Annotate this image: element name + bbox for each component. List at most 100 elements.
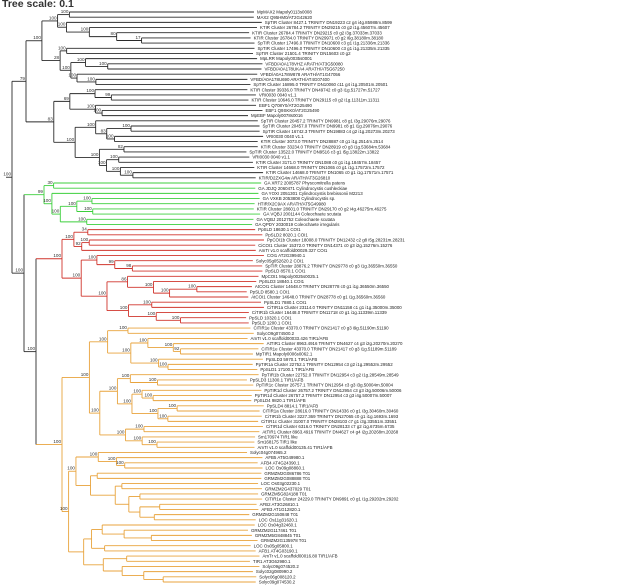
tip-label: GRMZM5G848845 T01 <box>255 533 301 538</box>
bootstrap-label: 100 <box>33 35 41 40</box>
tip-label: PpSLD3 18840.1 COI1 <box>259 279 304 284</box>
bootstrap-label: 100 <box>159 361 167 366</box>
bootstrap-label: 100 <box>143 299 151 304</box>
bootstrap-label: 100 <box>149 408 157 413</box>
tip-label: KTIR Cluster 39336.0 TRINITY DN49742 c0 … <box>250 87 380 92</box>
bootstrap-label: 100 <box>53 439 61 444</box>
bootstrap-label: 100 <box>150 358 158 363</box>
tip-label: CiTIR1e Cluster 43370.0 TRINITY DN21417 … <box>261 346 397 351</box>
tip-label: COI1 AT2G39940.1 <box>267 253 306 258</box>
bootstrap-label: 100 <box>68 201 76 206</box>
tip-label: PpTIR1d Cluster 26757.2 TRINITY DN12954 … <box>255 393 393 398</box>
tip-label: Solyc06g008120.2 <box>259 574 296 579</box>
bootstrap-label: 100 <box>43 198 51 203</box>
tip-label: LOC Os09g08860.1 <box>266 466 306 471</box>
tip-label: KTIR Cluster 14668.0 TRINITY DN1065 c0 g… <box>266 170 394 175</box>
bootstrap-label: 100 <box>135 424 143 429</box>
tip-label: SpTIR Cluster 16895.0 TRINITY DN10060 c1… <box>253 82 388 87</box>
bootstrap-label: 100 <box>91 152 99 157</box>
tip-label: AFB1 AT4G03190.1 <box>259 549 299 554</box>
tree-scale-prefix: Tree scale: <box>2 0 57 10</box>
tip-label: KTIR Cluster 33234.0 TRINITY DN28919 c0 … <box>261 144 391 149</box>
tip-label: AtCOI1 Cluster 14648.0 TRINITY DN28778 c… <box>251 295 386 300</box>
bootstrap-label: 100 <box>81 372 89 377</box>
tip-label: KTIR Cluster 14668.0 TRINITY DN1065 c0 g… <box>257 165 385 170</box>
tip-label: VFBD/A0A178W878 ARATH/AT1G47056 <box>260 72 341 77</box>
tip-label: GRMZM2G437029 T01 <box>265 486 311 491</box>
tip-label: CiCOI1 Cluster 15372.0 TRINITY DN14371 c… <box>258 243 393 248</box>
tip-label: CiTIR1b Cluster 16448.0 TRINITY DN11718 … <box>252 310 387 315</box>
bootstrap-label: 82 <box>118 144 124 149</box>
bootstrap-label: 100 <box>110 154 118 159</box>
tip-label: PpTIR1d Cluster 26757.2 TRINITY DN12954 … <box>264 388 402 393</box>
tip-label: GA VQBJ 2012752 Coleochaete scutata <box>256 217 335 222</box>
bootstrap-label: 92 <box>76 241 82 246</box>
bootstrap-label: 100 <box>81 27 89 32</box>
tip-label: SpTIR Cluster 8427.1 TRINITY DN19223 c2 … <box>265 20 393 25</box>
bootstrap-labels: 1007910010010010010080172810010010010010… <box>3 9 196 511</box>
tip-label: CiTIR1a Cluster 28616.0 TRINITY DN14336 … <box>263 409 399 414</box>
bootstrap-label: 92 <box>174 346 180 351</box>
tree-scale-value: 0.1 <box>59 0 74 10</box>
tip-label: MpCOI1 Mapoly0025s0025.1 <box>262 274 320 279</box>
tip-label: VFBD/A0A178UKA4 ARATH/AT5G67250 <box>264 67 345 72</box>
bootstrap-label: 100 <box>139 337 147 342</box>
bootstrap-label: 100 <box>87 76 95 81</box>
bootstrap-label: 100 <box>53 253 61 258</box>
tip-label: TIR1 AT3G62980.1 <box>253 559 291 564</box>
bootstrap-label: 100 <box>90 451 98 456</box>
tip-label: PpTIR1c Cluster 26757.1 TRINITY DN12954 … <box>256 383 393 388</box>
tip-label: SpTIR Cluster 17496.0 TRINITY DN10600 c3… <box>258 41 391 46</box>
tip-label: PpSLD3 11300.1 TIR1/AFB <box>250 378 304 383</box>
tip-label: KTIR/D2ZXG4w ARATH/AT3G26810 <box>259 175 331 180</box>
bootstrap-label: 100 <box>109 386 117 391</box>
tip-label: KTIR Cluster 3171.0 TRINITY DN1088 c0 g1… <box>256 160 381 165</box>
bootstrap-label: 100 <box>117 429 125 434</box>
bootstrap-label: 100 <box>106 133 114 138</box>
tip-label: SpTIR Cluster 16742.3 TRINITY DN19883 c4… <box>263 129 396 134</box>
bootstrap-label: 100 <box>81 237 89 242</box>
tip-label: AmTr v1.0 scaffold00033.426 TIR1/AFB <box>251 336 329 341</box>
tip-label: Solyc02g080990.2 <box>256 569 293 574</box>
bootstrap-label: 100 <box>116 460 124 465</box>
bootstrap-label: 100 <box>78 216 86 221</box>
tip-label: EBF1 Q708Y0/AT2G25490 <box>259 103 312 108</box>
bootstrap-label: 100 <box>60 506 68 511</box>
bootstrap-label: 86 <box>121 276 127 281</box>
tip-label: LOC Os05g05800.1 <box>254 543 294 548</box>
bootstrap-label: 100 <box>93 108 101 113</box>
tip-label: Solyc04g074965.2 <box>250 450 287 455</box>
tip-label: LOC Os03g02230.1 <box>261 481 301 486</box>
bootstrap-label: 100 <box>133 435 141 440</box>
bootstrap-label: 100 <box>112 166 120 171</box>
tip-label: GRMZM2G135978 T01 <box>261 538 307 543</box>
tip-label: KTIR Cluster 26784.2 TRINITY DN29215 c0 … <box>260 25 390 30</box>
bootstrap-label: 100 <box>122 123 130 128</box>
bootstrap-label: 100 <box>172 315 180 320</box>
tip-label: MAX2 Q95HM0/AT2G42620 <box>257 15 313 20</box>
tip-label: CiTIR1d Cluster 6316.0 TRINITY DN28133 c… <box>266 424 395 429</box>
tip-label: GA VQBJ 2001144 Coleochaete scutata <box>263 212 342 217</box>
tip-label: PpSLD 8570.1 COI1 <box>265 269 306 274</box>
bootstrap-label: 80 <box>111 31 117 36</box>
bootstrap-label: 100 <box>83 196 91 201</box>
tip-label: VRI0030 0040 v1.1 <box>252 155 290 160</box>
tip-label: SpTIR Cluster 28876.2 TRINITY DN29778 c0… <box>265 264 398 269</box>
tip-label: AmTr v1.0 scaffold00135.41 TIR1/AFB <box>257 445 332 450</box>
bootstrap-label: 100 <box>62 65 70 70</box>
tip-label: CiTIR1b Cluster 3227.369 TRINITY DN27065… <box>265 414 399 419</box>
tip-label: GA JDJQ 2060471 Cylindrocystis cushlecki… <box>258 186 348 191</box>
bootstrap-label: 100 <box>98 160 106 165</box>
bootstrap-label: 100 <box>88 255 96 260</box>
tip-label: GRMZM2G086786 T01 <box>264 471 310 476</box>
tip-label: AmTr v1.0 scaffold00029.327 COI1 <box>259 248 328 253</box>
tip-label: PpSLD 18630.1 COI1 <box>258 227 301 232</box>
bootstrap-label: 100 <box>148 439 156 444</box>
bootstrap-label: 100 <box>159 413 167 418</box>
tip-label: SpTIR Cluster 20457.2 TRINITY DN9981 c8 … <box>261 118 391 123</box>
bootstrap-label: 100 <box>86 88 94 93</box>
tip-label: SpTIR Cluster 13522.0 TRINITY DN9516 c3 … <box>249 150 379 155</box>
bootstrap-label: 30 <box>47 180 53 185</box>
bootstrap-label: 100 <box>120 305 128 310</box>
tip-label: SpTIR Cluster 20457.0 TRINITY DN9981 c8 … <box>263 124 393 129</box>
